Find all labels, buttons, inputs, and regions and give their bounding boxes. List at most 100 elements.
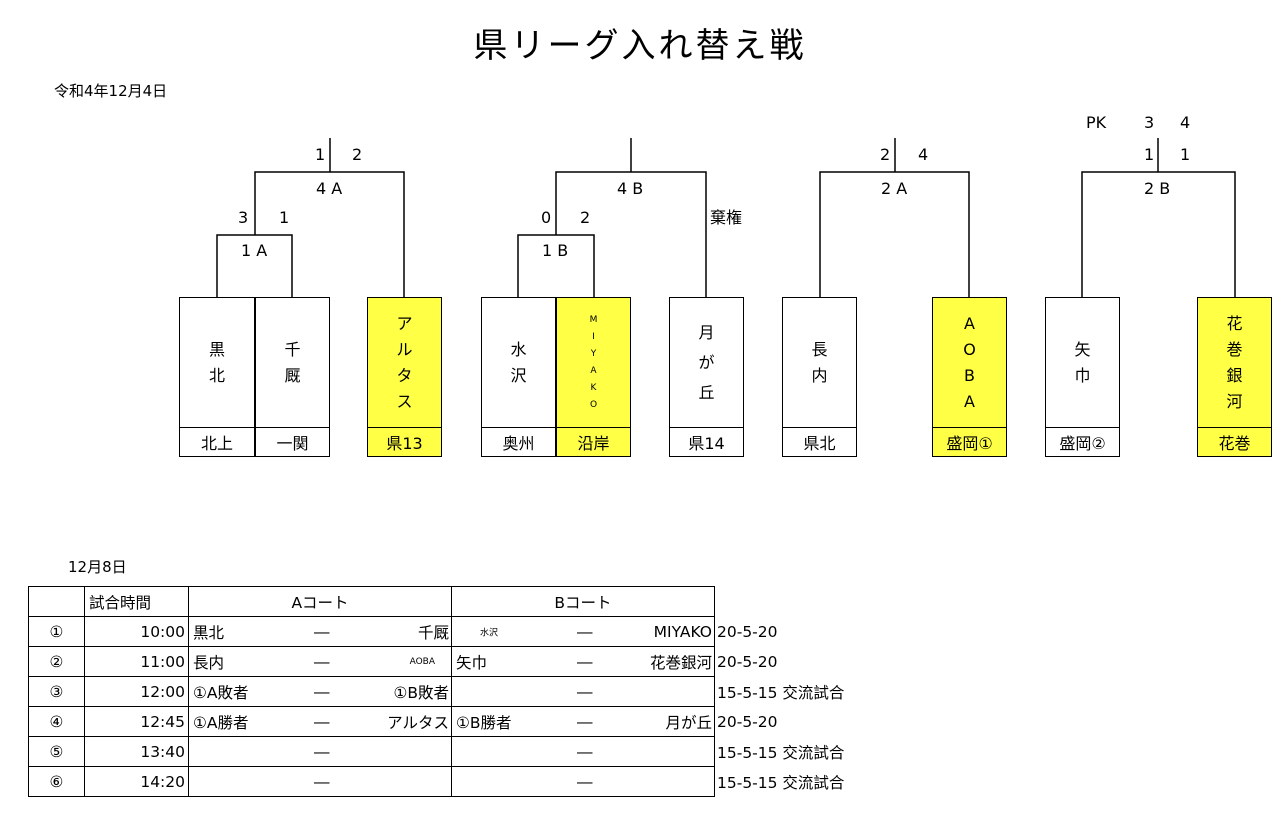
court-b-dash: ― xyxy=(577,772,593,791)
score-4a-right: 2 xyxy=(352,145,363,164)
score-1b-left: 0 xyxy=(541,208,552,227)
schedule-header-row: 試合時間 Aコート Bコート xyxy=(28,586,878,617)
team-region: 花巻 xyxy=(1198,427,1271,456)
team-box: 花巻銀河花巻 xyxy=(1197,297,1272,457)
team-name-char: 内 xyxy=(811,366,828,385)
pk-label: PK xyxy=(1086,113,1107,132)
team-name-char: B xyxy=(964,366,975,385)
score-2a-right: 4 xyxy=(918,145,929,164)
court-b-dash: ― xyxy=(577,682,593,701)
court-a-cell: ― xyxy=(188,766,452,797)
court-b-home: 矢巾 xyxy=(456,653,488,672)
court-b-cell: 矢巾 ― 花巻銀河 xyxy=(451,646,715,677)
team-box: 長内県北 xyxy=(782,297,857,457)
team-region: 県13 xyxy=(368,427,441,456)
team-region: 盛岡② xyxy=(1046,427,1119,456)
row-note: 15-5-15 交流試合 xyxy=(717,773,845,792)
court-a-away: 千厩 xyxy=(417,623,449,642)
header-no xyxy=(28,586,85,617)
team-name-char: 北 xyxy=(208,366,225,385)
match-label-4a: 4 A xyxy=(316,179,343,198)
team-name-char: 銀 xyxy=(1226,366,1243,385)
score-1a-right: 1 xyxy=(279,208,290,227)
schedule-date: 12月8日 xyxy=(68,558,127,576)
team-name: 長内 xyxy=(783,298,856,428)
team-name-char: 巾 xyxy=(1074,366,1091,385)
row-time: 12:45 xyxy=(84,706,189,737)
team-name-char: ア xyxy=(396,314,413,333)
score-2b-right: 1 xyxy=(1180,145,1191,164)
court-a-dash: ― xyxy=(314,712,330,731)
court-a-dash: ― xyxy=(314,622,330,641)
team-box: 千厩一関 xyxy=(255,297,330,457)
team-name: 黒北 xyxy=(180,298,254,428)
team-name-char: A xyxy=(964,314,975,333)
match-label-2a: 2 A xyxy=(881,179,908,198)
row-number: ④ xyxy=(28,706,85,737)
team-name-char: K xyxy=(590,383,597,393)
court-b-cell: ― xyxy=(451,766,715,797)
team-name-char: が xyxy=(698,353,715,372)
team-name-char: 矢 xyxy=(1074,340,1091,359)
court-b-dash: ― xyxy=(577,712,593,731)
court-b-dash: ― xyxy=(577,742,593,761)
team-name-char: 巻 xyxy=(1226,340,1243,359)
team-name: 花巻銀河 xyxy=(1198,298,1271,428)
court-a-away: アルタス xyxy=(387,713,449,732)
team-name: 月が丘 xyxy=(670,298,743,428)
team-region: 沿岸 xyxy=(557,427,630,456)
row-time: 14:20 xyxy=(84,766,189,797)
pk-score-left: 3 xyxy=(1144,113,1155,132)
team-name-char: 河 xyxy=(1226,392,1243,411)
header-note xyxy=(715,587,878,617)
court-a-home: 長内 xyxy=(193,653,225,672)
team-name-char: 厩 xyxy=(284,366,301,385)
court-b-home: ①B勝者 xyxy=(456,713,512,732)
court-a-cell: ― xyxy=(188,736,452,767)
court-b-dash: ― xyxy=(577,652,593,671)
pk-score-right: 4 xyxy=(1180,113,1191,132)
match-label-1a: 1 A xyxy=(241,241,268,260)
header-time: 試合時間 xyxy=(84,586,189,617)
team-name-char: Y xyxy=(590,349,597,359)
court-b-dash: ― xyxy=(577,622,593,641)
court-a-dash: ― xyxy=(314,742,330,761)
score-4a-left: 1 xyxy=(315,145,326,164)
court-a-away: AOBA xyxy=(409,656,435,667)
team-name-char: M xyxy=(589,315,598,325)
score-1b-right: 2 xyxy=(580,208,591,227)
team-region: 奥州 xyxy=(482,427,555,456)
event-date: 令和4年12月4日 xyxy=(54,82,168,100)
row-note: 20-5-20 xyxy=(717,712,778,731)
team-name-char: O xyxy=(963,340,976,359)
court-a-away: ①B敗者 xyxy=(393,683,449,702)
court-b-away: MIYAKO xyxy=(653,622,712,641)
team-name-char: I xyxy=(592,332,595,342)
row-time: 13:40 xyxy=(84,736,189,767)
court-a-home: 黒北 xyxy=(193,623,225,642)
court-a-cell: ①A勝者―アルタス xyxy=(188,706,452,737)
court-b-away: 花巻銀河 xyxy=(649,653,712,672)
team-name-char: 水 xyxy=(510,340,527,359)
team-box: 黒北北上 xyxy=(179,297,255,457)
team-name-char: 月 xyxy=(698,323,715,342)
court-b-cell: ①B勝者―月が丘 xyxy=(451,706,715,737)
team-name-char: ス xyxy=(396,392,413,411)
team-box: 矢巾盛岡② xyxy=(1045,297,1120,457)
court-b-cell: ― xyxy=(451,736,715,767)
court-a-dash: ― xyxy=(314,652,330,671)
team-box: 月が丘県14 xyxy=(669,297,744,457)
team-name-char: 長 xyxy=(811,340,828,359)
row-note: 15-5-15 交流試合 xyxy=(717,683,845,702)
row-number: ⑥ xyxy=(28,766,85,797)
team-region: 県14 xyxy=(670,427,743,456)
score-1a-left: 3 xyxy=(238,208,249,227)
team-name: 水沢 xyxy=(482,298,555,428)
court-a-home: ①A敗者 xyxy=(193,683,249,702)
